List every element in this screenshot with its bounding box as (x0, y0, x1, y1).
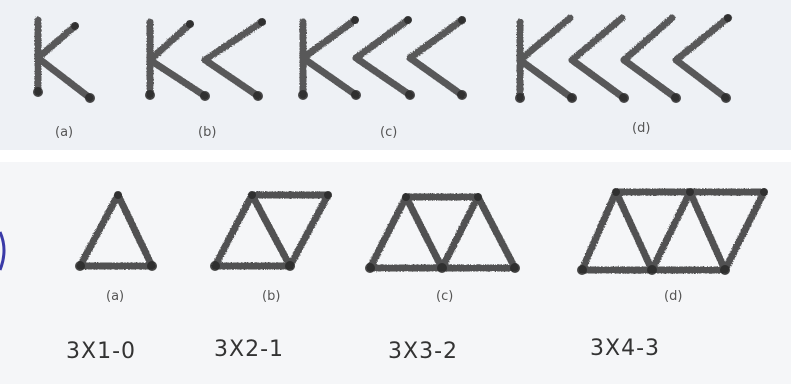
bottom-pattern-b (211, 191, 332, 270)
top-label-a: (a) (55, 125, 73, 140)
bottom-pattern-d (578, 188, 768, 274)
formula-c: 3X3-2 (388, 339, 458, 364)
top-pattern-b (146, 18, 266, 100)
formula-d: 3X4-3 (590, 336, 660, 361)
top-pattern-a (34, 16, 94, 102)
top-pattern-c (299, 16, 466, 99)
bottom-label-b: (b) (262, 289, 280, 304)
bottom-pattern-a (76, 191, 156, 270)
bottom-label-a: (a) (106, 289, 124, 304)
edge-mark (0, 231, 6, 271)
top-pattern-d (516, 14, 732, 102)
bottom-label-d: (d) (664, 289, 682, 304)
formula-a: 3X1-0 (66, 339, 136, 364)
formula-b: 3X2-1 (214, 337, 284, 362)
bottom-label-c: (c) (436, 289, 453, 304)
top-label-b: (b) (198, 125, 216, 140)
top-label-d: (d) (632, 121, 650, 136)
bottom-pattern-c (366, 193, 519, 272)
top-label-c: (c) (380, 125, 397, 140)
panel-separator (0, 150, 791, 162)
